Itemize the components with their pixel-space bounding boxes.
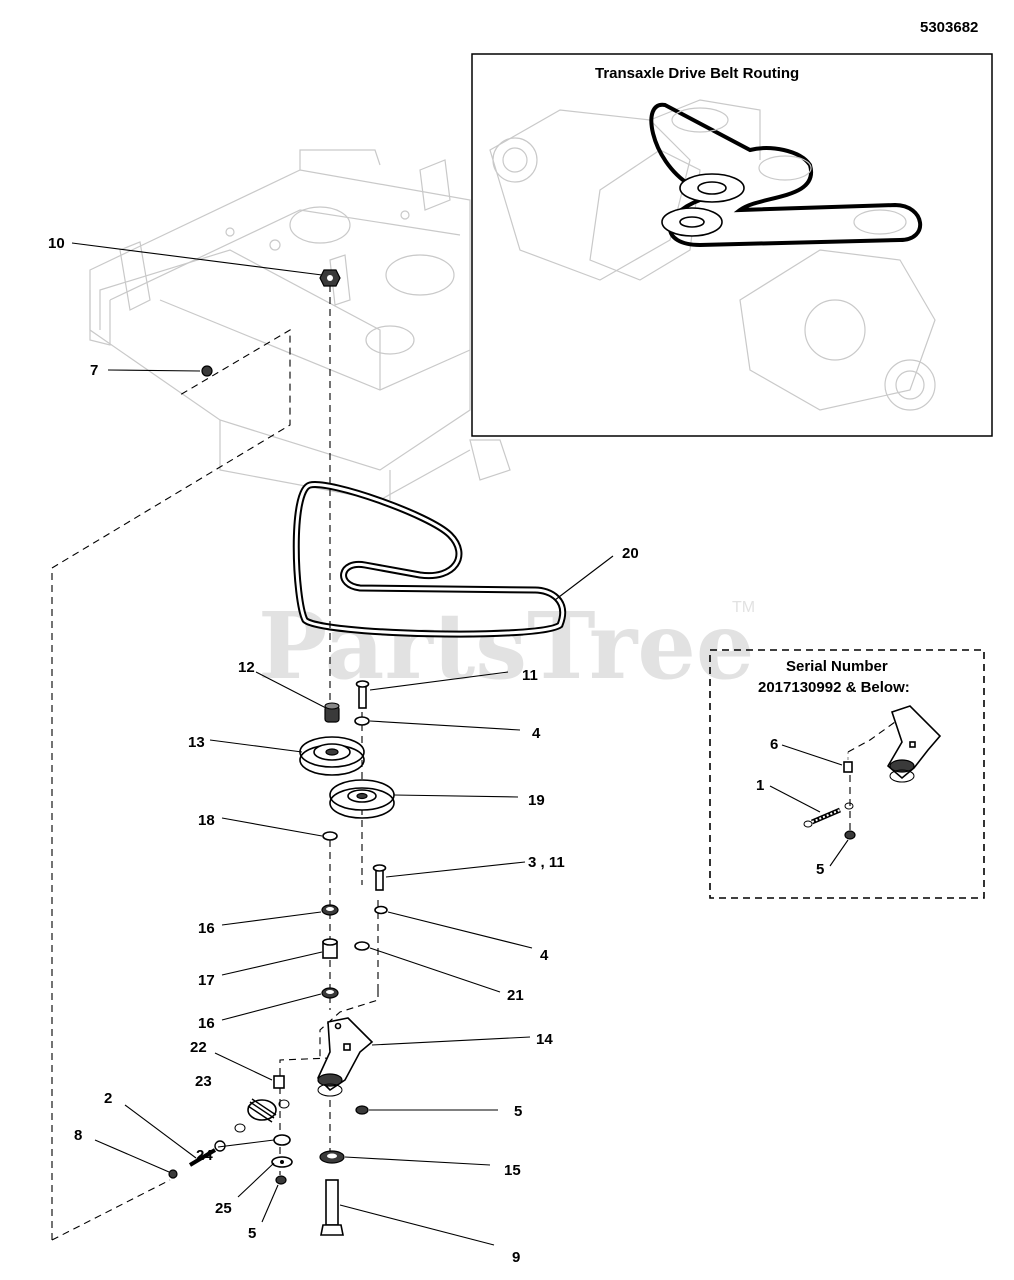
callout-23: 23 xyxy=(195,1073,212,1090)
serial-inset-title-line2: 2017130992 & Below: xyxy=(758,679,910,696)
callout-9: 9 xyxy=(512,1249,520,1266)
serial-callout-6: 6 xyxy=(770,736,778,753)
serial-callout-5: 5 xyxy=(816,861,824,878)
transaxle-inset-title: Transaxle Drive Belt Routing xyxy=(595,65,799,82)
callout-7: 7 xyxy=(90,362,98,379)
callout-4-upper: 4 xyxy=(532,725,541,742)
callout-11: 11 xyxy=(522,667,538,684)
callout-labels: 10 7 20 12 11 4 13 19 18 3 , 11 16 4 17 … xyxy=(48,235,639,1266)
assembly-lines xyxy=(51,285,379,1241)
callout-10: 10 xyxy=(48,235,65,252)
callout-21: 21 xyxy=(507,987,524,1004)
callout-22: 22 xyxy=(190,1039,207,1056)
watermark: PartsTree xyxy=(258,592,754,700)
callout-16-upper: 16 xyxy=(198,920,215,937)
callout-24: 24 xyxy=(196,1147,213,1164)
callout-2: 2 xyxy=(104,1090,112,1107)
callout-8: 8 xyxy=(74,1127,82,1144)
leader-lines xyxy=(71,242,614,1246)
serial-callout-1: 1 xyxy=(756,777,764,794)
callout-19: 19 xyxy=(528,792,545,809)
callout-13: 13 xyxy=(188,734,205,751)
drive-belt xyxy=(292,481,567,638)
callout-4-lower: 4 xyxy=(540,947,549,964)
chassis-frame xyxy=(89,149,511,501)
parts xyxy=(168,269,395,1236)
callout-5-arm: 5 xyxy=(514,1103,522,1120)
callout-17: 17 xyxy=(198,972,215,989)
callout-16-lower: 16 xyxy=(198,1015,215,1032)
callout-12: 12 xyxy=(238,659,255,676)
callout-25: 25 xyxy=(215,1200,232,1217)
transaxle-inset: Transaxle Drive Belt Routing xyxy=(471,53,993,437)
watermark-trademark: TM xyxy=(732,599,755,616)
callout-5-bottom: 5 xyxy=(248,1225,256,1242)
callout-3-11: 3 , 11 xyxy=(528,854,565,871)
callout-20: 20 xyxy=(622,545,639,562)
callout-18: 18 xyxy=(198,812,215,829)
document-number: 5303682 xyxy=(920,19,978,36)
callout-15: 15 xyxy=(504,1162,521,1179)
serial-inset-title-line1: Serial Number xyxy=(786,658,888,675)
serial-number-inset: Serial Number 2017130992 & Below: 6 1 5 xyxy=(709,649,985,899)
callout-14: 14 xyxy=(536,1031,553,1048)
